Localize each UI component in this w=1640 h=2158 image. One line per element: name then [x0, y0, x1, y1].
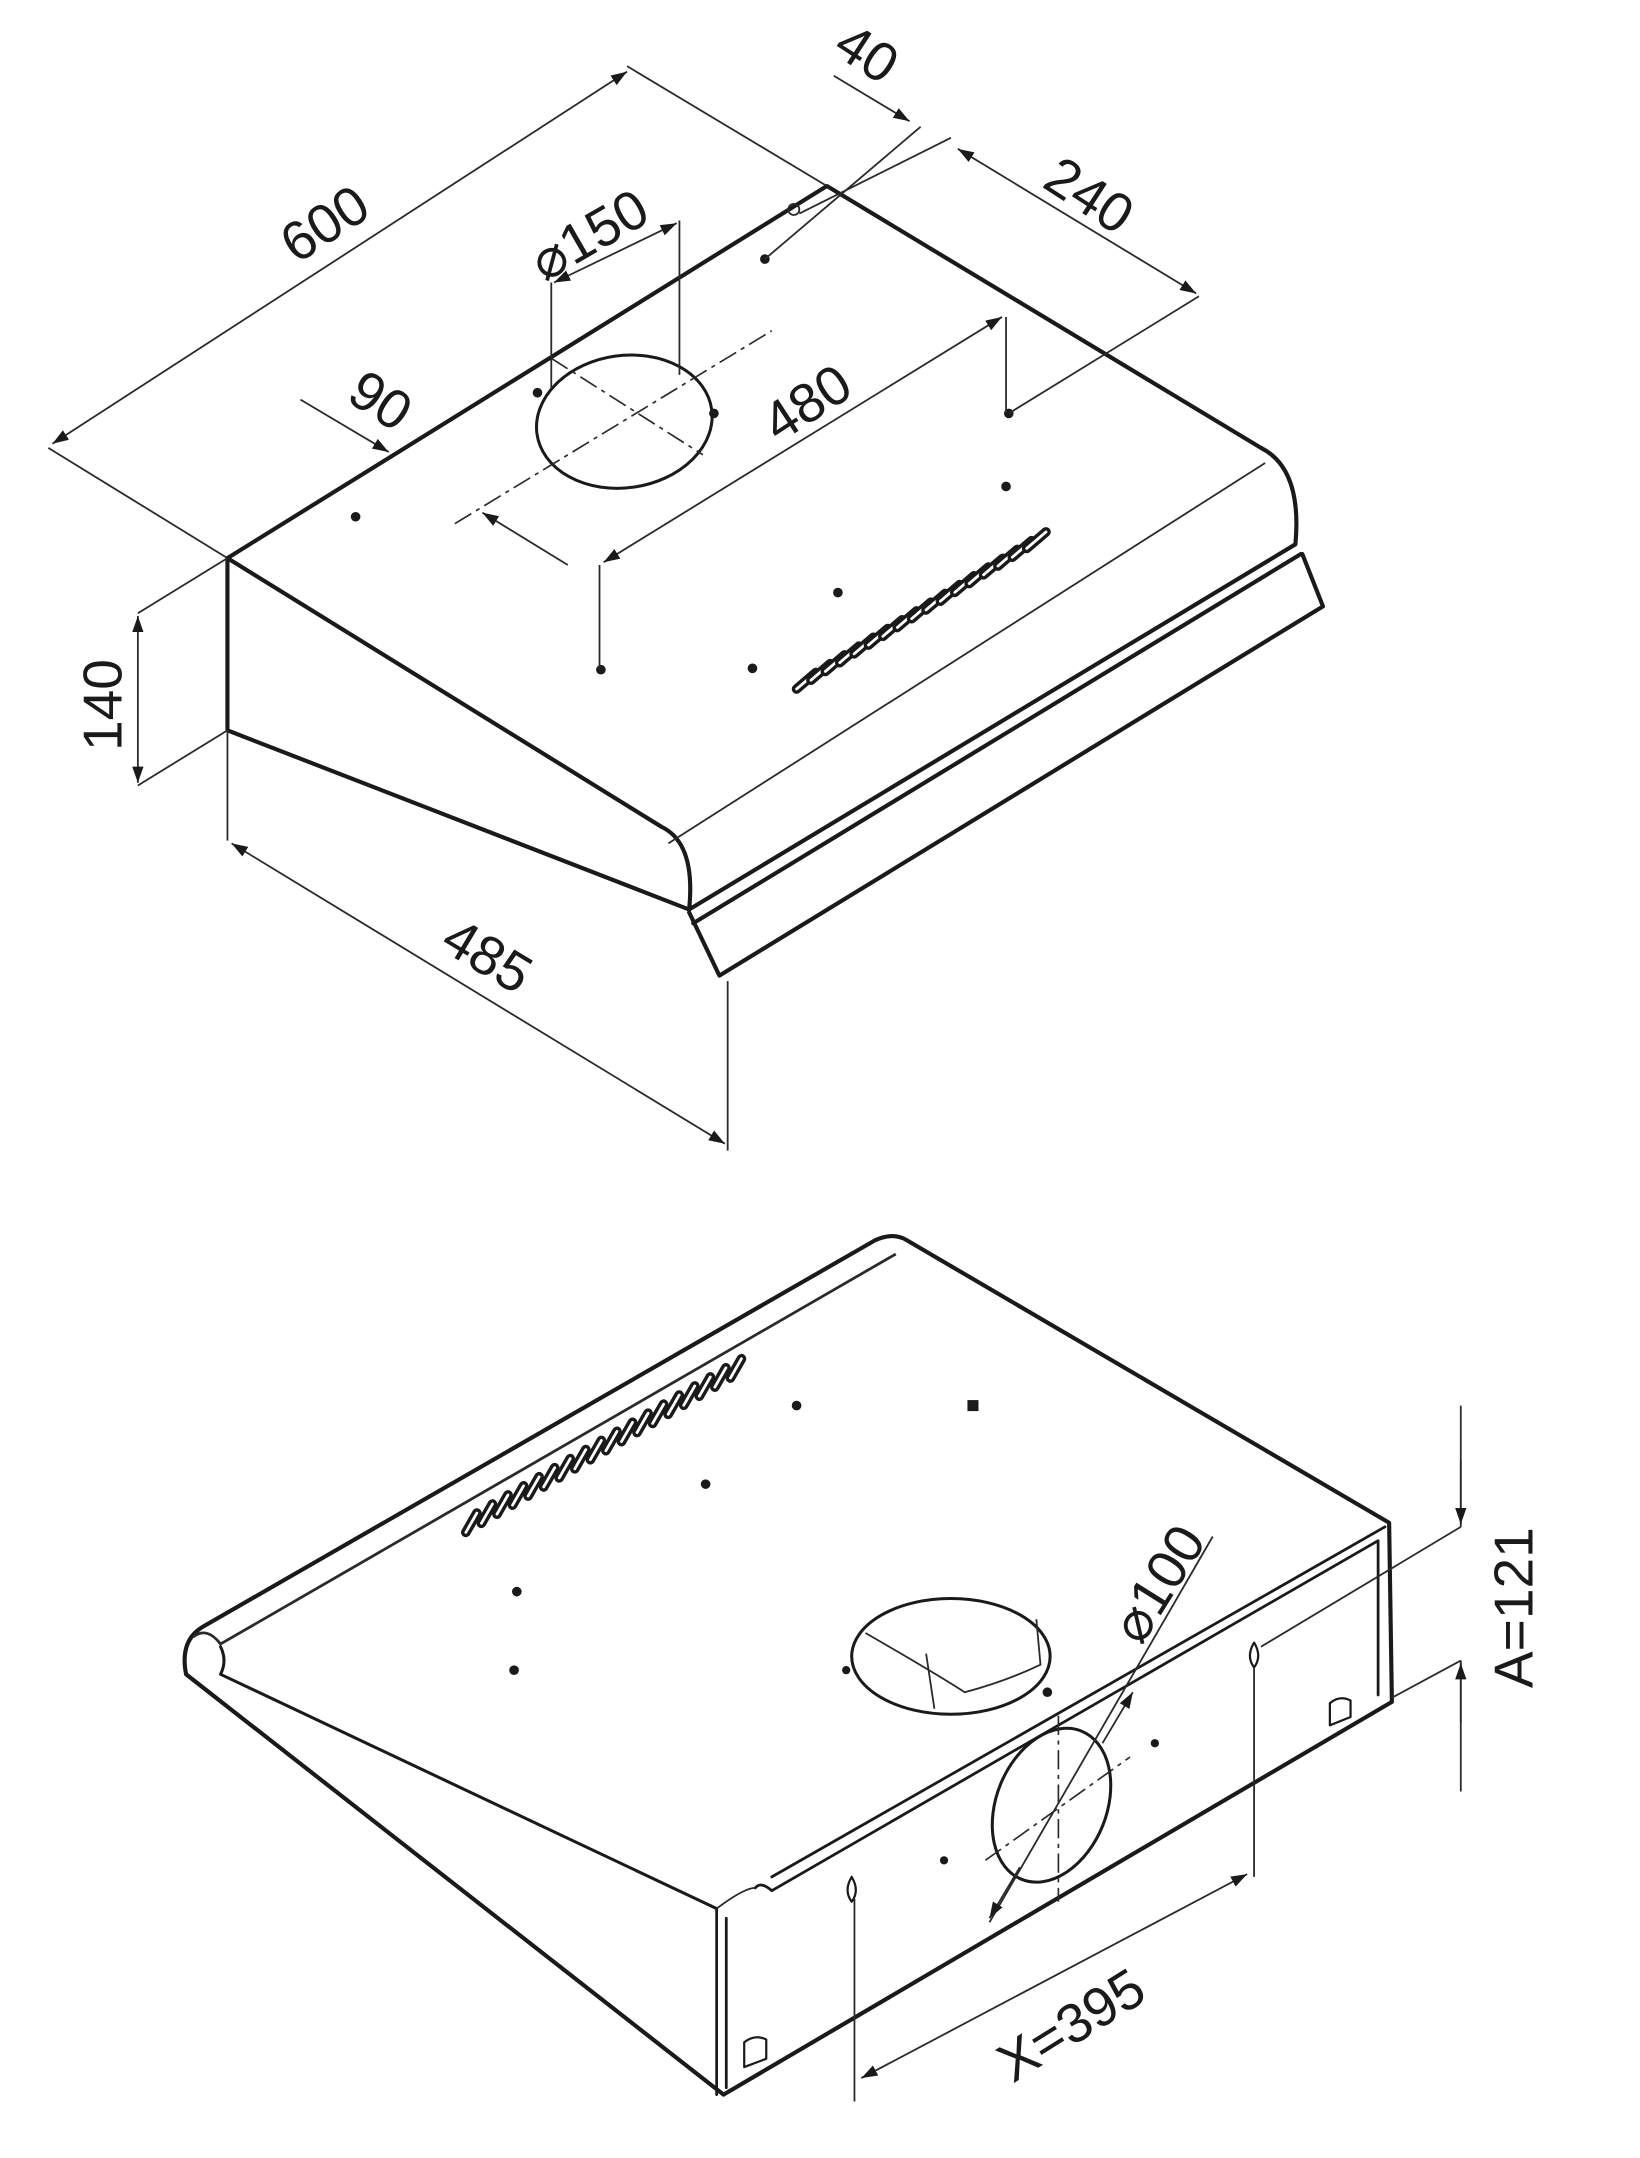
x-value-label: X=395	[986, 1956, 1155, 2094]
x-extension-lines	[853, 1667, 1255, 2102]
vent-slot	[620, 1420, 634, 1443]
rear-spacing-label: 240	[1034, 144, 1145, 246]
height-extension-lines	[137, 557, 228, 787]
outlet-offset-arrow-left	[300, 398, 390, 453]
hood-outline	[225, 183, 1299, 912]
a-value-label: A=121	[1482, 1527, 1544, 1688]
hole-spacing-dimension-line	[603, 316, 1003, 564]
outlet-offset-arrow-right	[481, 511, 569, 566]
vent-slot	[604, 1429, 619, 1453]
rear-lip-line	[753, 1525, 1387, 1893]
outlet-hole	[534, 353, 714, 490]
front-lip-line	[192, 1252, 897, 1646]
vent-slot	[1025, 530, 1048, 550]
width-label: 600	[269, 173, 380, 275]
vent-slot	[666, 1393, 681, 1416]
depth-extension-lines	[226, 730, 729, 1151]
vent-slot	[542, 1466, 557, 1489]
rear-offset-label: 40	[824, 10, 909, 95]
hole-spacing-label: 480	[751, 352, 862, 454]
bracket-tabs	[743, 1697, 1352, 2069]
vent-slot	[635, 1411, 650, 1434]
vent-slot	[697, 1375, 712, 1398]
outlet-diameter-dimension-line	[553, 222, 678, 284]
rear-lip-corner	[716, 1887, 756, 1910]
vent-slot	[464, 1511, 479, 1534]
motor-outlet-hole	[850, 1597, 1052, 1716]
rear-outlet-leader	[988, 1536, 1214, 1923]
rear-offset-arrow	[833, 75, 911, 123]
hood-top-view: 600 140 485 ⌀150 90 480 40 240	[47, 10, 1326, 1151]
hood-front-edge	[691, 551, 1304, 926]
hood-bottom-outline	[182, 1234, 1394, 2097]
width-extension-lines	[47, 65, 828, 559]
rear-outlet-arrow-low	[988, 1866, 1021, 1919]
rear-extension-lines	[764, 126, 1200, 415]
rear-spacing-dimension-line	[957, 148, 1197, 295]
hood-front-lip	[687, 551, 1326, 978]
vent-slot	[729, 1357, 743, 1380]
vent-slot	[511, 1484, 525, 1507]
hood-bottom-view: ⌀100 A=121 X=395	[182, 1234, 1544, 2102]
vent-slot	[557, 1457, 572, 1480]
front-face-edge	[219, 1645, 719, 1911]
rear-outlet-arrow-high	[1101, 1691, 1134, 1744]
vent-slot	[682, 1384, 697, 1407]
hole-spacing-extension-lines	[598, 316, 1007, 670]
width-dimension-line	[51, 70, 628, 445]
mounting-holes-bottom	[509, 1400, 1159, 1865]
height-label: 140	[71, 659, 133, 751]
hood-side	[225, 556, 692, 912]
hood-front-inner-line	[667, 462, 1266, 845]
outlet-diameter-label: ⌀150	[519, 177, 658, 293]
vent-slot	[573, 1448, 588, 1471]
depth-dimension-line	[231, 842, 726, 1145]
keyhole-slots	[846, 1641, 1260, 1903]
depth-label: 485	[432, 905, 543, 1006]
vent-slots-bottom	[461, 1353, 747, 1538]
rear-outlet-centerline	[984, 1715, 1131, 1902]
vent-slot	[588, 1439, 603, 1462]
rear-outlet-hole	[990, 1726, 1113, 1884]
fan-blade-detail	[865, 1619, 1042, 1709]
vent-slots	[791, 527, 1051, 694]
vent-slot	[526, 1475, 541, 1498]
side-corner-edge	[715, 1907, 728, 2096]
vent-slot	[651, 1402, 666, 1425]
x-dimension-line	[860, 1873, 1248, 2079]
vent-slot	[713, 1366, 728, 1389]
outlet-centerline	[454, 330, 773, 525]
vent-slot	[480, 1502, 494, 1525]
vent-slot	[495, 1493, 510, 1516]
